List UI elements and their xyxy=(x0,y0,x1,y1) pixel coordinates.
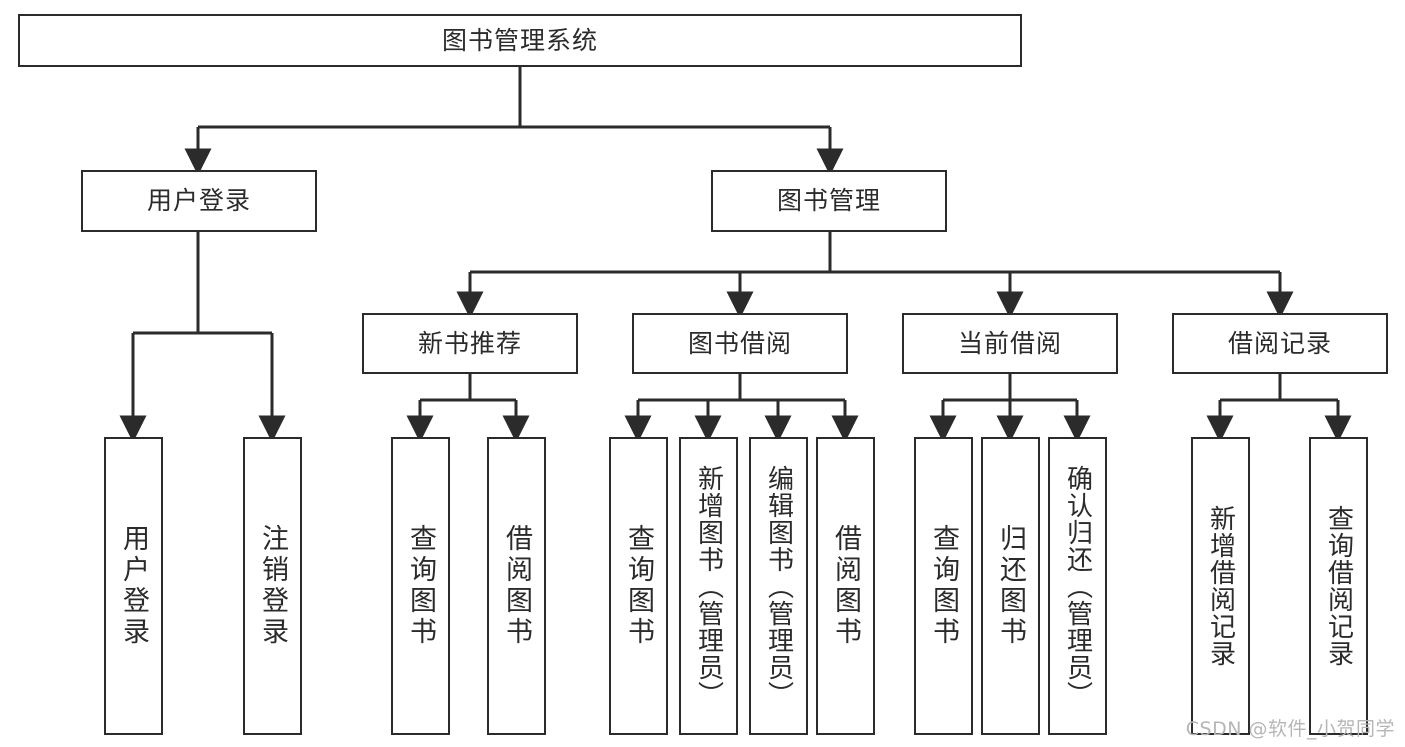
node-current-borrow[interactable]: 当前借阅 xyxy=(902,313,1118,374)
node-label: 确认归还（管理员） xyxy=(1062,464,1093,708)
node-label: 归还图书 xyxy=(995,524,1026,648)
node-book-borrow[interactable]: 图书借阅 xyxy=(632,313,848,374)
node-label: 借阅图书 xyxy=(830,524,861,648)
node-leaf-query-book-1[interactable]: 查询图书 xyxy=(391,437,450,735)
node-book-management[interactable]: 图书管理 xyxy=(711,170,947,232)
node-leaf-user-login[interactable]: 用户登录 xyxy=(104,437,163,735)
node-label: 用户登录 xyxy=(118,524,149,648)
node-label: 新增借阅记录 xyxy=(1205,505,1236,667)
node-label: 借阅图书 xyxy=(501,524,532,648)
node-label: 借阅记录 xyxy=(1227,328,1332,358)
node-new-book-recommend[interactable]: 新书推荐 xyxy=(362,313,578,374)
node-leaf-user-logout[interactable]: 注销登录 xyxy=(243,437,302,735)
node-label: 图书借阅 xyxy=(687,328,792,358)
node-label: 查询借阅记录 xyxy=(1323,505,1354,667)
node-leaf-query-book-3[interactable]: 查询图书 xyxy=(914,437,973,735)
node-leaf-add-record[interactable]: 新增借阅记录 xyxy=(1191,437,1250,735)
node-leaf-borrow-book-2[interactable]: 借阅图书 xyxy=(816,437,875,735)
node-label: 注销登录 xyxy=(257,524,288,648)
node-label: 查询图书 xyxy=(623,524,654,648)
node-label: 编辑图书（管理员） xyxy=(763,464,794,708)
node-label: 查询图书 xyxy=(405,524,436,648)
node-leaf-query-book-2[interactable]: 查询图书 xyxy=(609,437,668,735)
node-label: 图书管理系统 xyxy=(441,25,598,55)
node-label: 新增图书（管理员） xyxy=(693,464,724,708)
node-leaf-borrow-book-1[interactable]: 借阅图书 xyxy=(487,437,546,735)
node-leaf-query-record[interactable]: 查询借阅记录 xyxy=(1309,437,1368,735)
node-leaf-return-book[interactable]: 归还图书 xyxy=(981,437,1040,735)
node-user-login[interactable]: 用户登录 xyxy=(81,170,317,232)
node-label: 当前借阅 xyxy=(957,328,1062,358)
node-borrow-record[interactable]: 借阅记录 xyxy=(1172,313,1388,374)
node-root-system[interactable]: 图书管理系统 xyxy=(18,14,1022,67)
node-leaf-edit-book[interactable]: 编辑图书（管理员） xyxy=(749,437,808,735)
node-label: 图书管理 xyxy=(776,186,881,215)
node-leaf-add-book[interactable]: 新增图书（管理员） xyxy=(679,437,738,735)
node-label: 查询图书 xyxy=(928,524,959,648)
node-leaf-confirm-return[interactable]: 确认归还（管理员） xyxy=(1048,437,1107,735)
node-label: 新书推荐 xyxy=(417,328,522,358)
node-label: 用户登录 xyxy=(146,186,251,215)
